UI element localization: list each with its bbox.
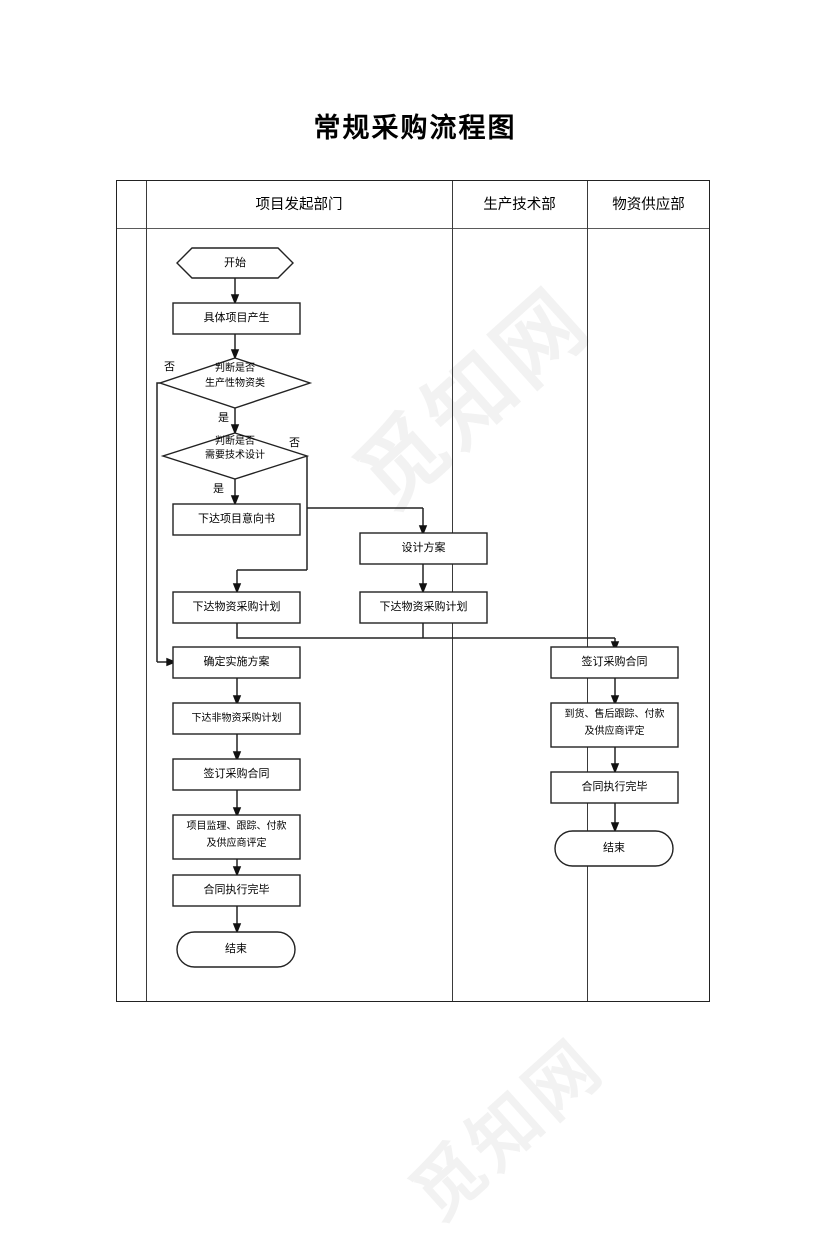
node-end-col3: 结束 (603, 841, 625, 855)
page-canvas: 觅知网 觅知网 常规采购流程图 项目发起部门 生产技术部 物资供应部 (116, 113, 710, 1237)
lane-header-project-initiation: 项目发起部门 (255, 197, 343, 213)
edge-label-yes-production-material: 是 (218, 411, 229, 424)
edge-label-no-production-material: 否 (164, 360, 175, 373)
lane-header-production-technology: 生产技术部 (483, 197, 556, 213)
lane-header-material-supply: 物资供应部 (612, 197, 685, 213)
node-issue-material-plan-col1: 下达物资采购计划 (192, 600, 281, 614)
swimlane-table: 项目发起部门 生产技术部 物资供应部 (116, 180, 710, 1002)
node-contract-complete-col3: 合同执行完毕 (581, 780, 648, 794)
node-issue-nonmaterial-plan: 下达非物资采购计划 (191, 712, 282, 724)
node-decide-production-material-line1: 判断是否 (215, 362, 255, 374)
node-design-plan: 设计方案 (401, 541, 446, 555)
node-contract-complete-col1: 合同执行完毕 (203, 883, 270, 897)
lane-divider-2 (587, 181, 589, 1001)
node-end-col1: 结束 (225, 942, 247, 956)
node-issue-material-plan-col2: 下达物资采购计划 (379, 600, 468, 614)
edge-label-no-need-design: 否 (289, 436, 300, 449)
node-sign-contract-col1: 签订采购合同 (203, 767, 270, 781)
node-decide-need-design-line2: 需要技术设计 (205, 450, 265, 462)
lane-divider-0 (146, 181, 148, 1001)
node-start-1: 开始 (224, 255, 246, 269)
node-decide-need-design-line1: 判断是否 (215, 436, 255, 448)
node-project-created: 具体项目产生 (203, 311, 270, 325)
node-sign-contract-col3: 签订采购合同 (581, 655, 648, 669)
node-arrival-aftersale-pay-line2: 及供应商评定 (584, 726, 645, 738)
node-arrival-aftersale-pay-line1: 到货、售后跟踪、付款 (564, 709, 665, 721)
node-issue-project-intent: 下达项目意向书 (198, 512, 275, 526)
edge-label-yes-need-design: 是 (213, 482, 224, 495)
node-supervise-track-pay-line1: 项目监理、跟踪、付款 (186, 821, 287, 833)
node-confirm-implementation-plan: 确定实施方案 (203, 655, 270, 669)
node-decide-production-material-line2: 生产性物资类 (205, 377, 265, 389)
header-divider (117, 228, 709, 230)
node-supervise-track-pay-line2: 及供应商评定 (206, 838, 267, 850)
page-title: 常规采购流程图 (313, 113, 517, 144)
lane-divider-1 (452, 181, 454, 1001)
watermark-text-secondary: 觅知网 (395, 1022, 620, 1237)
